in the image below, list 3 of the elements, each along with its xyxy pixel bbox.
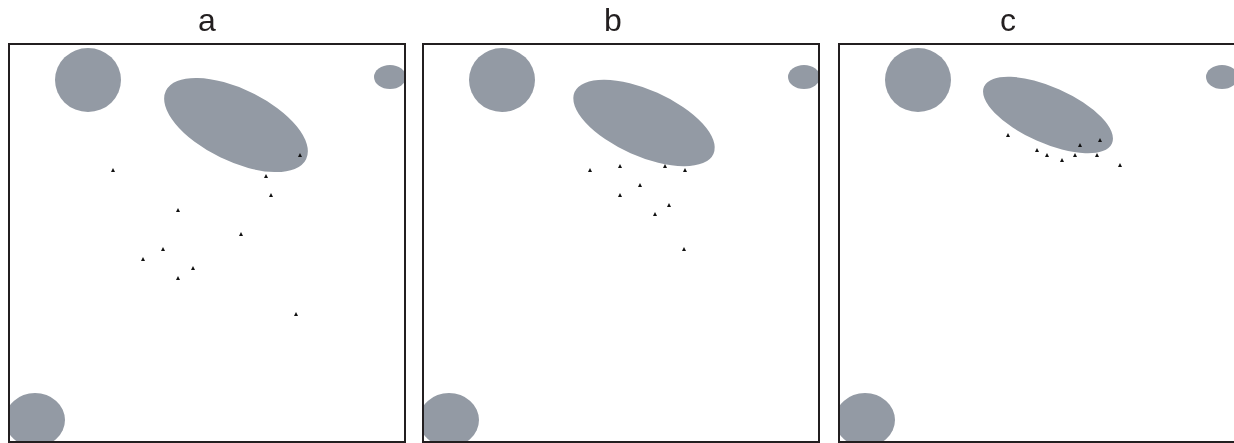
panel-label: a [198,2,216,38]
panel-label: c [1000,2,1016,38]
panel-label: b [604,2,622,38]
